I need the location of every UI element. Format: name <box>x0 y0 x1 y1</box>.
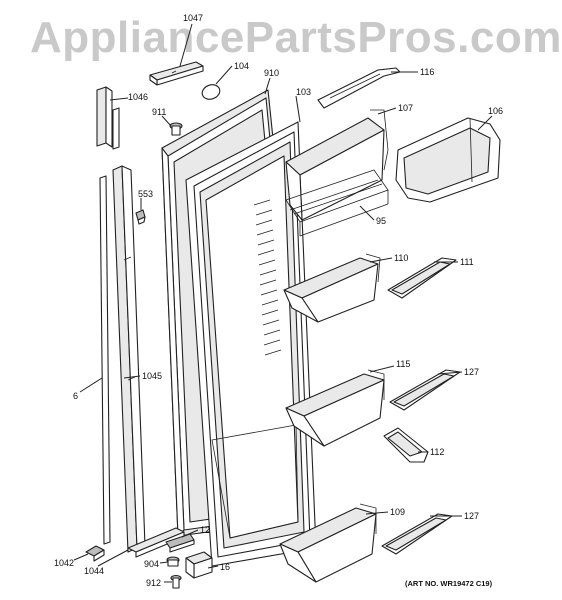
label-107: 107 <box>398 103 413 113</box>
label-103: 103 <box>296 87 311 97</box>
label-1047: 1047 <box>183 13 203 23</box>
part-106-cover[interactable] <box>395 117 501 203</box>
label-16: 16 <box>220 562 230 572</box>
label-910: 910 <box>264 68 279 78</box>
part-16-bottom-hinge[interactable] <box>185 551 213 579</box>
part-127-lower-insert[interactable] <box>381 513 453 555</box>
leader-lines <box>73 23 493 583</box>
label-12: 12 <box>200 525 210 535</box>
part-111-bin-insert[interactable] <box>387 257 457 299</box>
part-6-trim[interactable] <box>99 175 111 545</box>
art-number: (ART NO. WR19472 C19) <box>405 579 493 588</box>
liner-ribs <box>253 199 282 356</box>
door-inner-liner <box>199 141 305 549</box>
label-1045: 1045 <box>142 371 162 381</box>
part-95-wire-rack[interactable] <box>285 169 389 237</box>
label-109: 109 <box>390 507 405 517</box>
label-95: 95 <box>376 216 386 226</box>
part-1047-top-bracket[interactable] <box>149 61 204 86</box>
label-111: 111 <box>460 257 474 267</box>
part-112-small-cover[interactable] <box>383 427 429 463</box>
label-115: 115 <box>396 359 410 369</box>
part-1044-bottom-bracket[interactable] <box>127 527 185 558</box>
part-127-upper-insert[interactable] <box>389 369 461 411</box>
part-1042-clip[interactable] <box>85 545 105 562</box>
label-553: 553 <box>138 189 153 199</box>
part-912-pin[interactable] <box>170 574 182 589</box>
label-112: 112 <box>430 447 444 457</box>
label-110: 110 <box>394 253 408 263</box>
part-911-screw[interactable] <box>169 122 183 136</box>
label-911: 911 <box>152 107 166 117</box>
part-109-door-bin[interactable] <box>279 503 377 583</box>
label-1042: 1042 <box>54 558 74 568</box>
part-1046-strip[interactable] <box>96 86 120 150</box>
label-1044: 1044 <box>84 566 104 576</box>
label-904: 904 <box>144 559 159 569</box>
label-912: 912 <box>146 578 161 588</box>
label-6: 6 <box>73 391 78 401</box>
label-116: 116 <box>420 67 434 77</box>
part-110-door-bin[interactable] <box>283 253 381 323</box>
part-553-clip[interactable] <box>135 209 146 225</box>
label-127-upper: 127 <box>464 367 479 377</box>
part-104-ring[interactable] <box>200 82 222 101</box>
part-904-bushing[interactable] <box>166 556 180 567</box>
watermark-text: AppliancePartsPros.com <box>30 13 562 62</box>
label-1046: 1046 <box>128 92 148 102</box>
label-106: 106 <box>488 106 503 116</box>
part-116-trim-rail[interactable] <box>317 67 401 109</box>
label-104: 104 <box>234 61 249 71</box>
part-115-door-bin[interactable] <box>285 369 385 447</box>
part-107-top-bin[interactable] <box>285 109 389 221</box>
label-127-lower: 127 <box>464 511 479 521</box>
